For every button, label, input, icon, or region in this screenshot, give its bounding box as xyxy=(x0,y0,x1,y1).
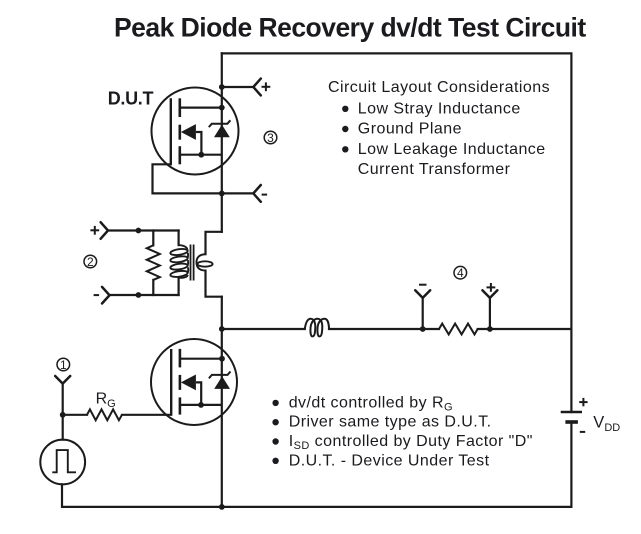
svg-text:dv/dt controlled by RG: dv/dt controlled by RG xyxy=(289,394,453,413)
svg-text:1: 1 xyxy=(60,358,67,372)
svg-text:4: 4 xyxy=(457,266,464,280)
svg-text:D.U.T: D.U.T xyxy=(108,89,154,109)
svg-text:Circuit Layout Considerations: Circuit Layout Considerations xyxy=(328,79,550,96)
svg-text:2: 2 xyxy=(87,255,94,269)
svg-text:Low Leakage Inductance: Low Leakage Inductance xyxy=(358,141,546,158)
svg-text:Driver same type as D.U.T.: Driver same type as D.U.T. xyxy=(289,414,492,431)
svg-text:Ground Plane: Ground Plane xyxy=(358,121,462,138)
svg-text:Low Stray Inductance: Low Stray Inductance xyxy=(358,100,521,117)
svg-text:ISD controlled by Duty Factor: ISD controlled by Duty Factor "D" xyxy=(289,433,533,452)
svg-text:3: 3 xyxy=(267,131,274,145)
svg-text:Peak Diode Recovery dv/dt Test: Peak Diode Recovery dv/dt Test Circuit xyxy=(114,12,586,42)
svg-text:D.U.T. - Device Under Test: D.U.T. - Device Under Test xyxy=(289,452,490,469)
svg-text:Current Transformer: Current Transformer xyxy=(358,161,511,178)
